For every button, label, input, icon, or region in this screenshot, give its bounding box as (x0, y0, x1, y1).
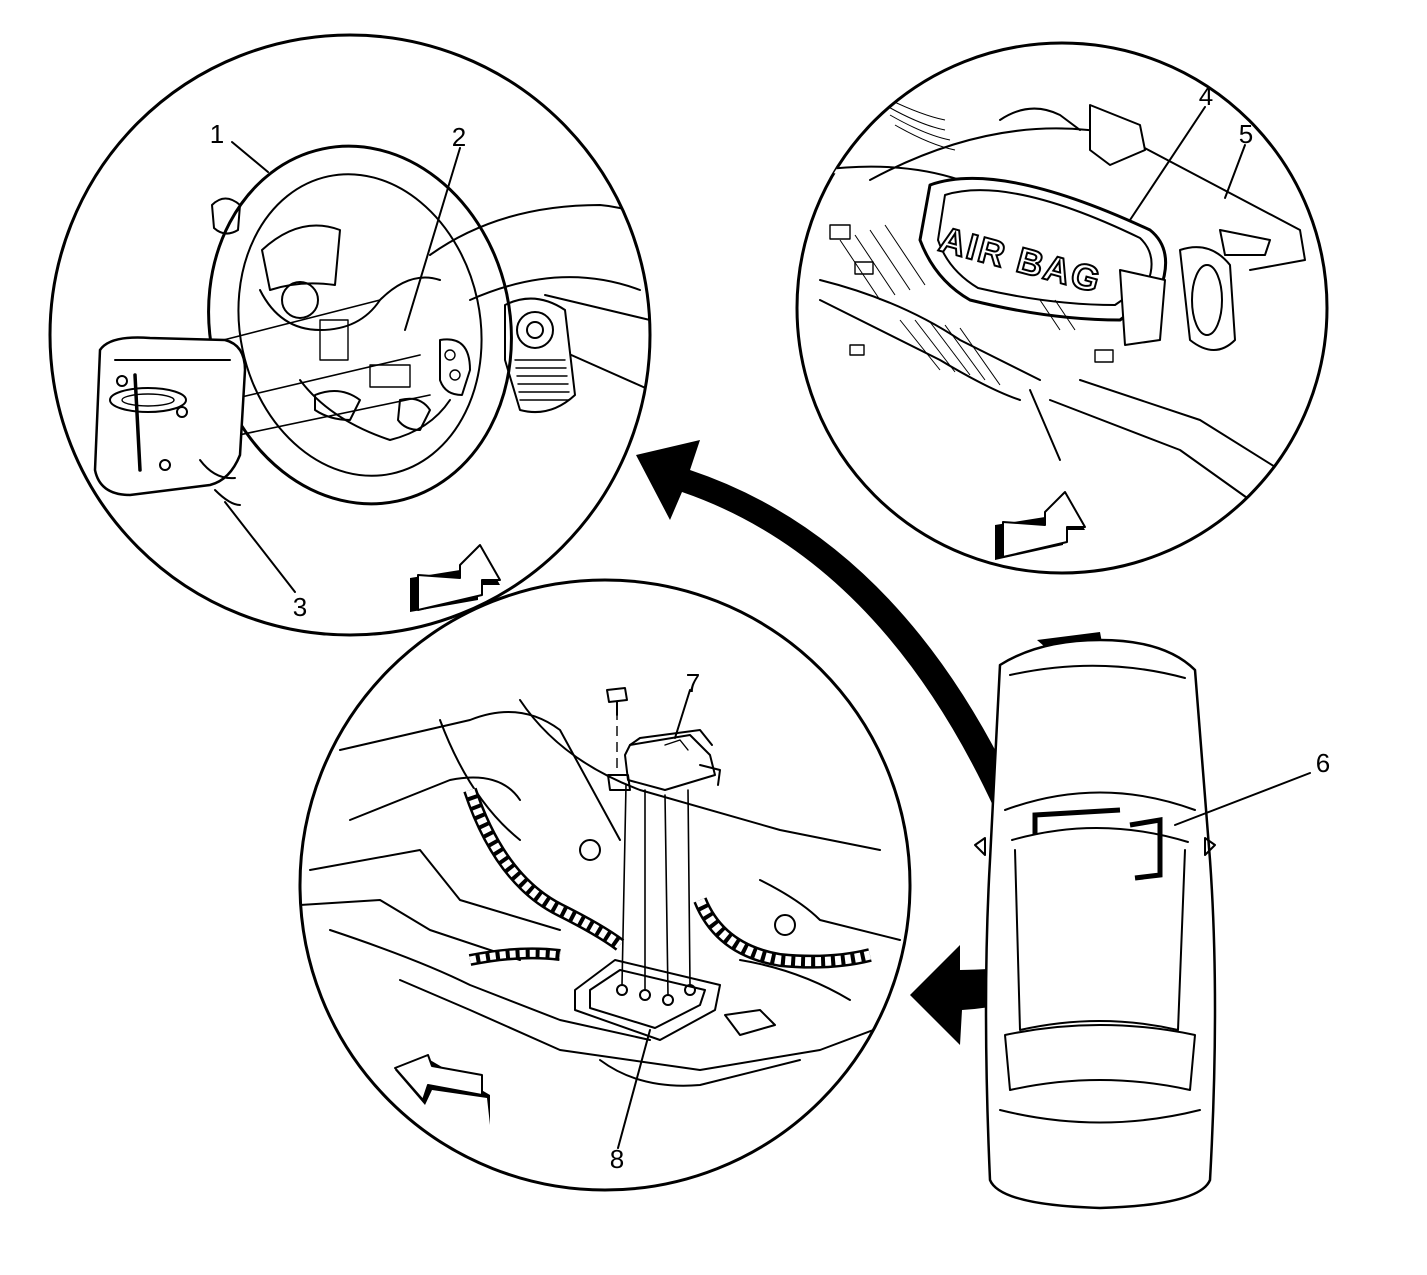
leader-1 (231, 141, 269, 173)
callout-2: 2 (452, 122, 466, 152)
vehicle-top-view (974, 638, 1217, 1210)
passenger-airbag-panel: AIR BAG (918, 176, 1168, 322)
detail-floor-sensor (298, 578, 912, 1192)
callout-5: 5 (1239, 119, 1253, 149)
driver-airbag-module (93, 336, 247, 497)
detail-instrument-panel: AIR BAG (795, 41, 1329, 575)
sensing-diagnostic-module (607, 729, 721, 791)
leader-6 (1174, 772, 1311, 826)
callout-7: 7 (686, 668, 700, 698)
view-direction-arrow-c (394, 1054, 490, 1125)
mounting-bolt (606, 687, 628, 716)
callout-8: 8 (610, 1144, 624, 1174)
detail-steering-wheel (48, 33, 652, 637)
callout-1: 1 (210, 119, 224, 149)
callout-6: 6 (1316, 748, 1330, 778)
leader-4 (1129, 106, 1206, 221)
wiring-harness (463, 787, 872, 969)
steering-wheel (207, 144, 513, 506)
leader-5 (1224, 144, 1246, 199)
callout-labels: 1 2 3 4 5 6 7 8 (210, 81, 1330, 1174)
view-direction-arrow-a (410, 544, 501, 612)
leader-8 (617, 1029, 651, 1149)
callout-4: 4 (1199, 81, 1213, 111)
side-vent (504, 297, 576, 414)
leader-7 (674, 689, 691, 739)
leader-3 (224, 501, 296, 593)
view-direction-arrow-b (995, 491, 1086, 560)
sensor-alignment-lines (616, 710, 691, 996)
callout-3: 3 (293, 592, 307, 622)
sensor-mounting-base (574, 959, 721, 1041)
leader-2 (404, 147, 461, 331)
